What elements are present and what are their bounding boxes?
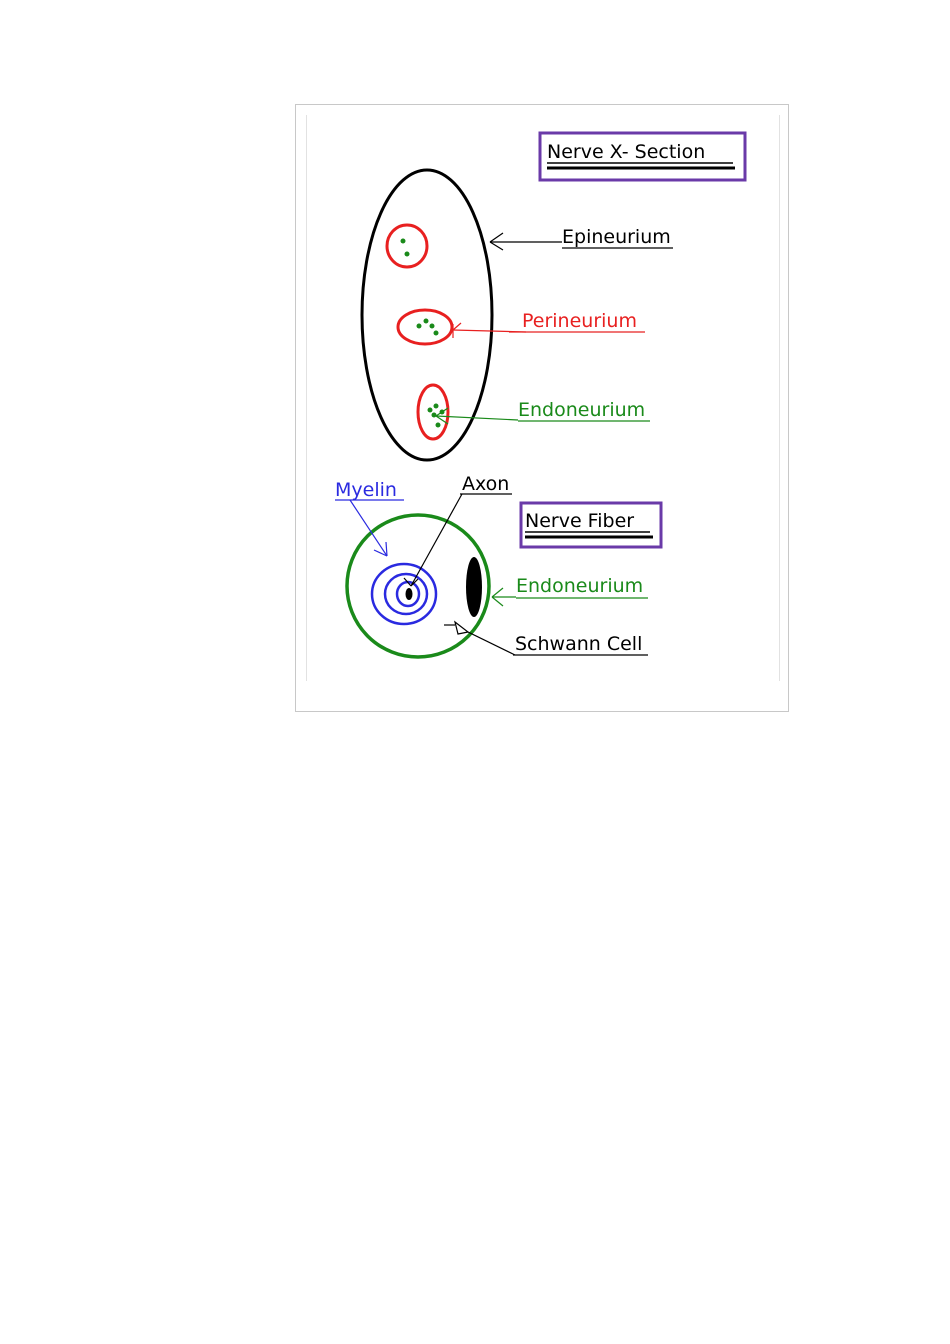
axon-callout: Axon bbox=[403, 473, 512, 587]
endoneurium-fiber-callout: Endoneurium bbox=[491, 575, 648, 607]
endoneurium-section-callout: Endoneurium bbox=[435, 399, 650, 425]
schwann-label: Schwann Cell bbox=[515, 633, 642, 655]
fiber-title: Nerve Fiber bbox=[525, 510, 634, 532]
figure-inner-border bbox=[306, 115, 780, 681]
myelin-callout: Myelin bbox=[335, 479, 404, 557]
myelin-rings bbox=[370, 562, 438, 626]
epineurium-callout: Epineurium bbox=[489, 226, 673, 251]
fascicle-top bbox=[385, 223, 429, 269]
fascicle-bottom bbox=[416, 383, 450, 441]
epineurium-label: Epineurium bbox=[562, 226, 671, 248]
epineurium-oval bbox=[360, 168, 494, 462]
perineurium-label: Perineurium bbox=[522, 310, 637, 332]
fiber-endoneurium-circle bbox=[345, 513, 491, 659]
section-title-box: Nerve X- Section bbox=[538, 131, 747, 182]
fiber-title-box: Nerve Fiber bbox=[519, 501, 663, 549]
section-title: Nerve X- Section bbox=[547, 141, 705, 163]
axon-label: Axon bbox=[462, 473, 509, 495]
axon bbox=[405, 588, 413, 600]
myelin-label: Myelin bbox=[335, 479, 397, 501]
schwann-callout: Schwann Cell bbox=[444, 620, 648, 656]
endoneurium-fiber-label: Endoneurium bbox=[516, 575, 643, 597]
fascicle-middle bbox=[396, 308, 454, 346]
endoneurium-section-label: Endoneurium bbox=[518, 399, 645, 421]
perineurium-callout: Perineurium bbox=[452, 310, 645, 338]
schwann-cell bbox=[466, 557, 482, 617]
